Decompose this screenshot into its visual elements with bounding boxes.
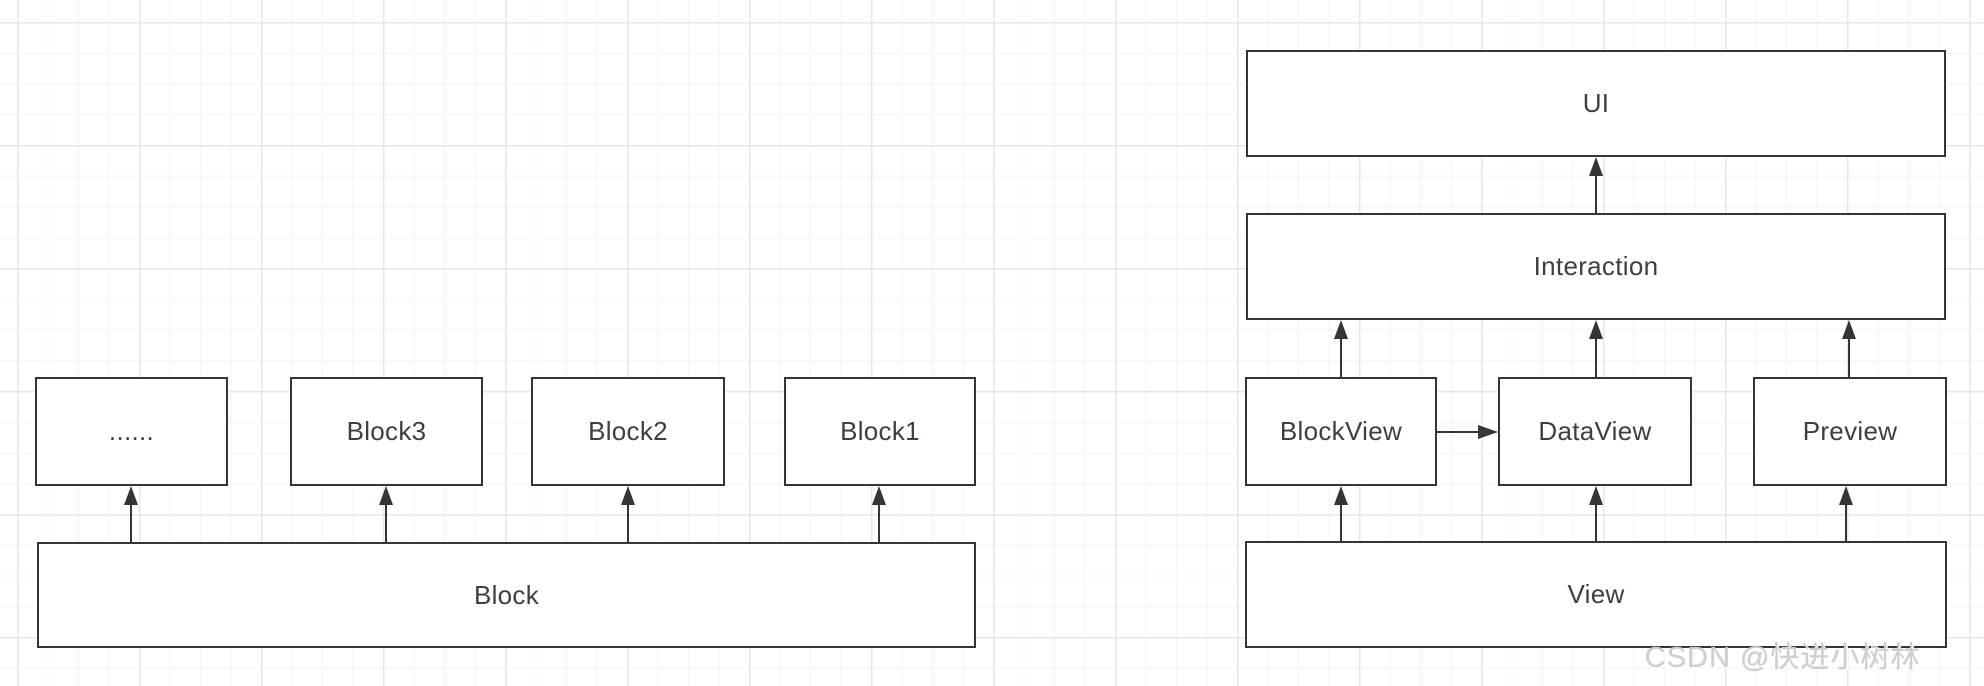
arrow-blockview-to-interaction [1333,320,1349,377]
node-label: Block1 [840,416,920,446]
node-ui: UI [1246,50,1946,157]
arrowhead-up-icon [1588,486,1603,505]
arrow-blockview-to-dataview [1437,424,1498,440]
arrowhead-up-icon [871,486,886,505]
arrow-block-to-ellipsis [123,486,139,542]
node-label: Block [473,579,540,610]
arrow-block-to-block3 [378,486,394,542]
arrowhead-up-icon [123,486,138,505]
arrow-view-to-preview [1838,486,1854,541]
node-block3: Block3 [290,377,483,486]
csdn-watermark: CSDN @快进小树林 [1645,642,1921,674]
arrowhead-up-icon [1588,157,1603,176]
arrow-preview-to-interaction [1841,320,1857,377]
node-ellipsis-block: ...... [35,377,228,486]
node-label: ...... [108,416,155,446]
node-label: Block2 [588,416,668,446]
node-block1: Block1 [784,377,976,486]
node-label: Block3 [346,416,427,446]
arrow-dataview-to-interaction [1588,320,1604,377]
arrowhead-up-icon [1841,320,1856,339]
arrowhead-up-icon [378,486,393,505]
arrowhead-up-icon [1333,320,1348,339]
node-block2: Block2 [531,377,725,486]
node-view-base: View [1245,541,1947,648]
node-label: View [1567,579,1625,609]
arrow-view-to-blockview [1333,486,1349,541]
node-dataview: DataView [1498,377,1692,486]
node-label: Preview [1802,416,1898,446]
node-label: DataView [1538,416,1652,446]
arrowhead-up-icon [620,486,635,505]
node-label: Interaction [1533,251,1659,281]
node-blockview: BlockView [1245,377,1437,486]
arrow-interaction-to-ui [1588,157,1604,213]
arrow-block-to-block1 [871,486,887,542]
node-label: BlockView [1279,416,1403,446]
node-block-base: Block [37,542,976,648]
arrow-block-to-block2 [620,486,636,542]
node-label: UI [1582,88,1610,118]
arrow-view-to-dataview [1588,486,1604,541]
arrowhead-up-icon [1588,320,1603,339]
arrowhead-up-icon [1838,486,1853,505]
node-preview: Preview [1753,377,1947,486]
arrowhead-right-icon [1478,424,1498,439]
node-interaction: Interaction [1246,213,1946,320]
arrowhead-up-icon [1333,486,1348,505]
